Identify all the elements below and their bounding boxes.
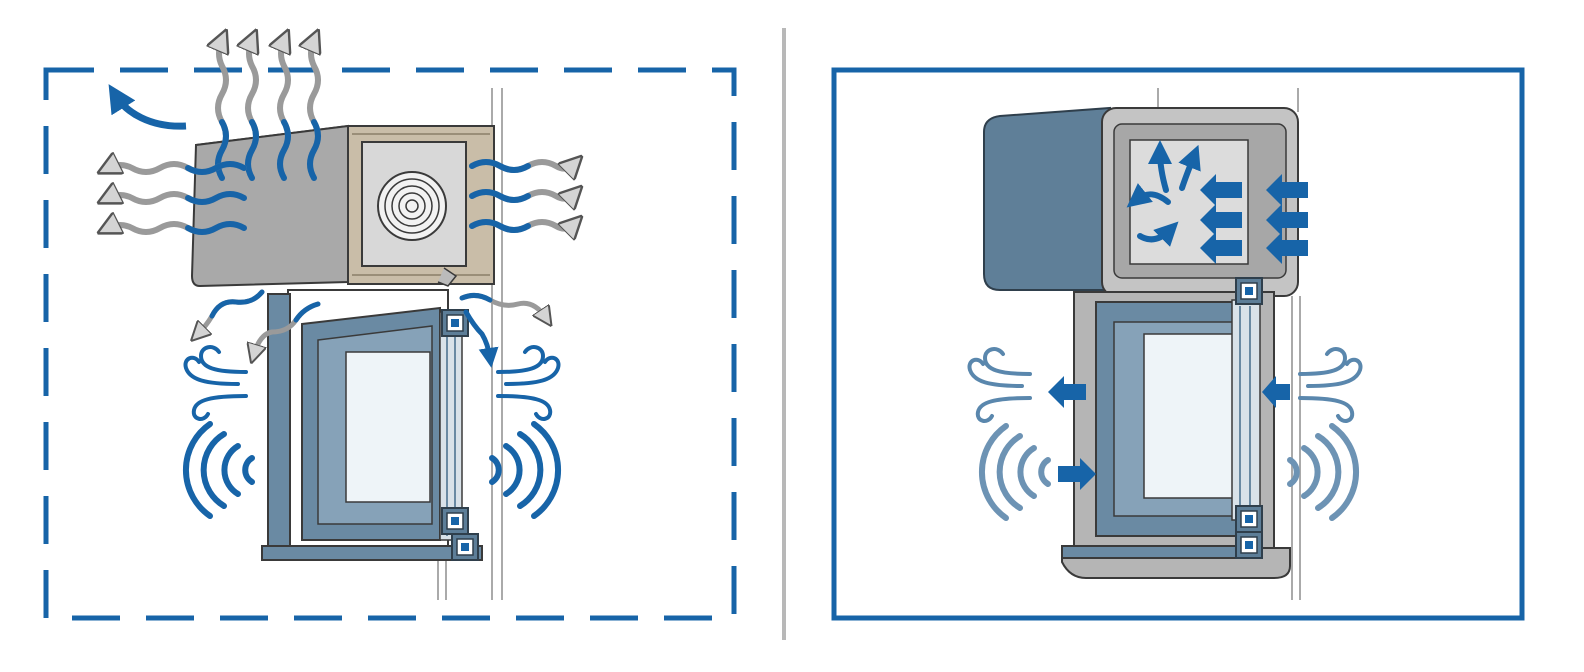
airflow-arrow-icon <box>1262 376 1290 408</box>
wind-gust-icon <box>1298 347 1363 423</box>
heat-loss-arrows-left <box>108 164 247 235</box>
circulation-arrow-icon <box>1178 144 1201 191</box>
airflow-arrow-icon <box>1058 458 1096 490</box>
window-frame-profile-icon <box>451 533 479 561</box>
wind-gust-icon <box>496 345 561 421</box>
solid-frame <box>831 67 1525 621</box>
airflow-arrow-icon <box>1266 204 1308 236</box>
window-frame-profile-icon <box>1235 277 1263 305</box>
sound-wave-icon <box>982 426 1048 518</box>
insulated-shutter-box <box>983 106 1299 297</box>
window-frame-profile-icon <box>1235 531 1263 559</box>
airflow-arrow-icon <box>1200 204 1242 236</box>
circulation-arrow-icon <box>1148 140 1173 193</box>
dashed-frame <box>43 67 737 621</box>
shutter-box <box>190 124 495 288</box>
wind-gust-icon <box>967 347 1032 423</box>
airflow-arrow-icon <box>1200 174 1242 206</box>
window-frame-profile-icon <box>441 309 469 337</box>
heat-loss-arrows-up <box>218 40 318 181</box>
wind-gust-icon <box>183 345 248 421</box>
panel-uninsulated <box>43 40 737 621</box>
airflow-arrow-icon <box>1048 376 1086 408</box>
window-insulated <box>1061 277 1291 579</box>
window-uninsulated <box>261 289 483 561</box>
airflow-arrows <box>1048 174 1308 490</box>
glass-pane <box>345 351 431 503</box>
insulation-roll-icon <box>377 171 447 241</box>
panel-insulated <box>831 67 1525 621</box>
airflow-arrow-icon <box>1266 232 1308 264</box>
circulation-arrows <box>1126 140 1201 247</box>
sound-wave-icon <box>186 424 252 516</box>
heat-loss-arrows-lower <box>198 289 546 368</box>
escape-arrow-icon <box>108 84 187 130</box>
circulation-arrow-icon <box>1137 221 1179 247</box>
window-frame-profile-icon <box>1235 505 1263 533</box>
circulation-arrow-icon <box>1126 183 1171 208</box>
airflow-arrow-icon <box>1266 174 1308 206</box>
glass-pane <box>1143 333 1237 499</box>
heat-loss-arrows-right <box>469 162 574 230</box>
airflow-arrow-icon <box>1200 232 1242 264</box>
window-frame-profile-icon <box>441 507 469 535</box>
heat-loss-arrow-icon <box>459 292 546 318</box>
